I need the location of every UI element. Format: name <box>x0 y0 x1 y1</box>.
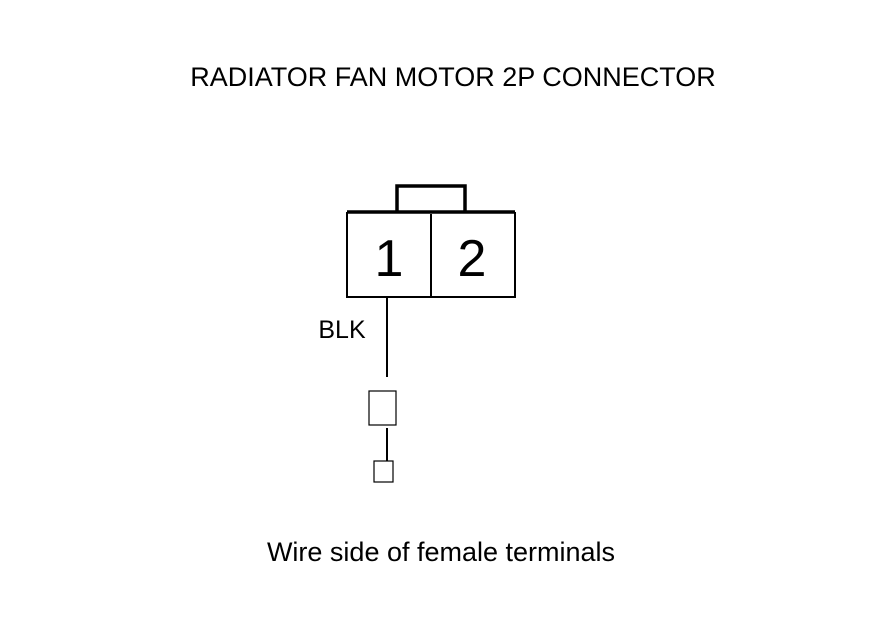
wire-color-label: BLK <box>318 316 366 344</box>
pin-2-label: 2 <box>458 230 487 288</box>
diagram-caption: Wire side of female terminals <box>267 537 615 567</box>
terminal-probe-upper <box>368 390 397 426</box>
diagram-title: RADIATOR FAN MOTOR 2P CONNECTOR <box>190 62 716 92</box>
terminal-probe-lower <box>373 460 394 483</box>
connector-housing <box>346 184 516 298</box>
pin-1-label: 1 <box>375 230 404 288</box>
connector-lock-tab <box>395 184 467 212</box>
